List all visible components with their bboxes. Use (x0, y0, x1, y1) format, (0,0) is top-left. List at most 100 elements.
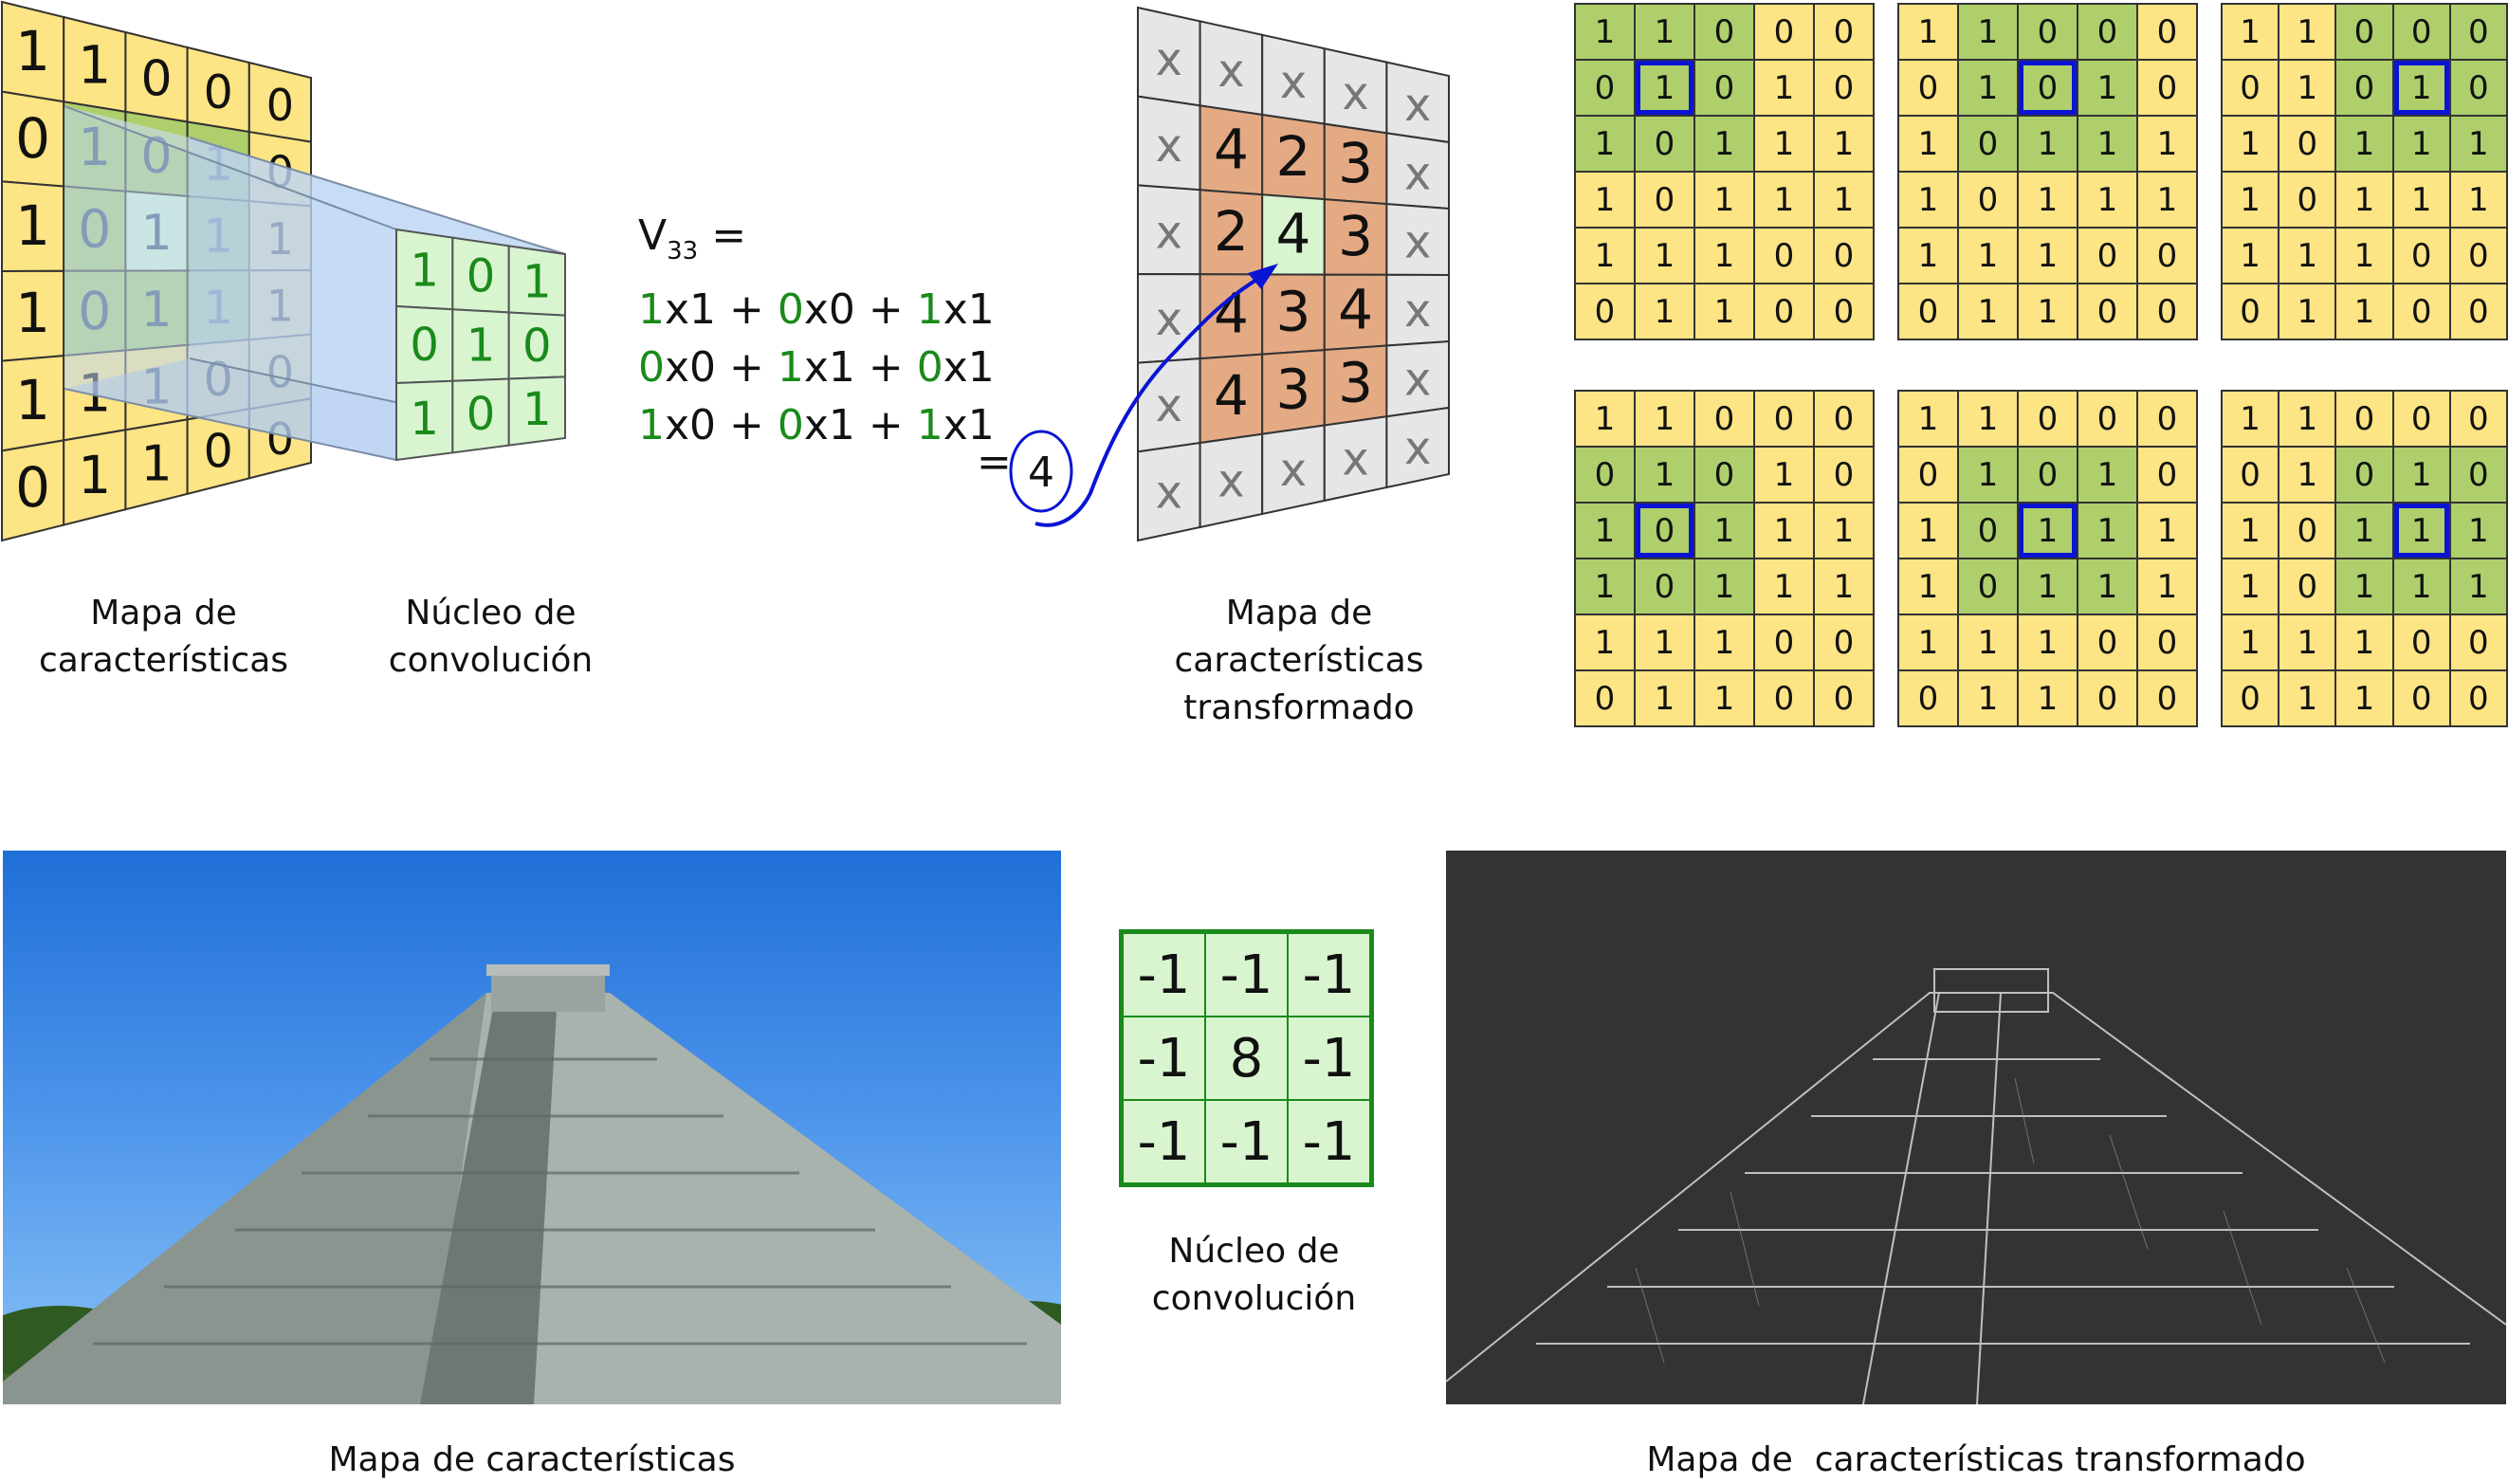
step-grid-cell: 1 (1634, 614, 1695, 671)
edge-map-photo (1446, 851, 2506, 1404)
formula-result: = (977, 438, 1012, 486)
step-grid-cell: 0 (2220, 59, 2280, 117)
step-grid-cell: 1 (2448, 115, 2508, 173)
step-grid-cell: 0 (1753, 614, 1815, 671)
step-grid-cell: 0 (1693, 3, 1755, 61)
formula-line: 1x0 + 0x1 + 1x1 (638, 396, 995, 454)
result-value: 4 (1028, 449, 1054, 497)
formula-term: x0 + (665, 400, 778, 449)
step-grid-cell: 0 (2220, 446, 2280, 504)
step-grid-cell: 1 (2334, 115, 2394, 173)
formula-kernel-value: 0 (777, 284, 804, 334)
step-grid-cell: 0 (2077, 3, 2138, 61)
step-grid-cell: 0 (1897, 446, 1959, 504)
pyramid-drawing (3, 964, 1061, 1404)
step-grid-cell: 1 (2017, 558, 2078, 615)
step-grid-cell: 0 (1813, 227, 1875, 284)
output-cell-value: 2 (1214, 199, 1249, 264)
output-cell-value: x (1404, 353, 1431, 406)
step-grid-cell: 0 (2391, 390, 2451, 448)
step-grid-cell: 1 (2136, 171, 2198, 229)
caption-line: Mapa de (1225, 594, 1373, 632)
step-grid-cell: 0 (1957, 171, 2019, 229)
input-cell-value: 1 (78, 34, 111, 95)
formula-term: x1 + (665, 284, 778, 334)
output-cell-value: x (1404, 216, 1431, 269)
kernel-cell-value: 1 (522, 255, 552, 308)
step-grid-cell: 1 (2334, 614, 2394, 671)
step-grid-cell: 1 (1957, 669, 2019, 727)
step-grid-cell: 1 (1753, 59, 1815, 117)
step-grid-cell: 1 (2077, 502, 2138, 559)
edge-kernel-cell: -1 (1287, 1016, 1373, 1101)
step-grid-cell: 1 (1753, 558, 1815, 615)
step-grid-cell: 0 (1897, 59, 1959, 117)
output-cell-value: x (1342, 432, 1368, 486)
step-grid-cell: 1 (1897, 614, 1959, 671)
output-cell-value: 4 (1214, 117, 1249, 181)
step-grid-cell: 0 (1753, 227, 1815, 284)
step-grid-cell: 1 (1813, 558, 1875, 615)
step-grid-cell: 1 (2334, 171, 2394, 229)
kernel-cell-value: 1 (410, 393, 439, 446)
result-circle: 4 (1009, 430, 1073, 513)
kernel-cell-value: 0 (410, 319, 439, 372)
caption-line: Núcleo de (405, 594, 577, 632)
step-grid-cell: 1 (1957, 227, 2019, 284)
step-grid-cell: 1 (1574, 614, 1636, 671)
step-grid-cell: 1 (1897, 390, 1959, 448)
step-grid-cell: 0 (1634, 502, 1695, 559)
step-grid-cell: 1 (1634, 283, 1695, 340)
step-grid-cell: 0 (2448, 59, 2508, 117)
step-grid-cell: 1 (1634, 390, 1695, 448)
step-grid-cell: 1 (1574, 390, 1636, 448)
output-cell-value: x (1217, 45, 1244, 98)
step-grid-cell: 0 (1634, 171, 1695, 229)
step-grid-cell: 1 (1693, 614, 1755, 671)
step-grid-cell: 1 (1634, 3, 1695, 61)
input-cell-value: 1 (15, 19, 50, 83)
edge-kernel-cell: 8 (1204, 1016, 1289, 1101)
step-grid-cell: 1 (1813, 115, 1875, 173)
input-cell-value: 1 (140, 435, 172, 492)
step-grid-cell: 0 (2017, 446, 2078, 504)
kernel-cell-value: 1 (410, 244, 439, 297)
step-grid-cell: 0 (1957, 115, 2019, 173)
caption-line: Núcleo de (1168, 1232, 1340, 1271)
step-grid-cell: 1 (2334, 558, 2394, 615)
step-grid-cell: 1 (2278, 3, 2337, 61)
step-grid-cell: 0 (2017, 3, 2078, 61)
result-equals: = (977, 438, 1012, 486)
step-grid-cell: 1 (2220, 115, 2280, 173)
step-grid-cell: 0 (2220, 283, 2280, 340)
step-grid-cell: 1 (2077, 558, 2138, 615)
step-grid-cell: 0 (1574, 446, 1636, 504)
formula-header: V33 = (638, 207, 995, 281)
step-grid-cell: 1 (2278, 669, 2337, 727)
input-cell-value: 1 (15, 368, 50, 432)
step-grid-cell: 1 (2334, 502, 2394, 559)
step-grid-cell: 0 (2278, 115, 2337, 173)
step-grid-cell: 1 (2220, 171, 2280, 229)
formula-kernel-value: 1 (777, 342, 804, 392)
step-grid-cell: 1 (1574, 115, 1636, 173)
result-arrow (1034, 275, 1263, 527)
step-grid-cell: 0 (1753, 3, 1815, 61)
output-cell-value: x (1156, 293, 1182, 346)
step-grid-cell: 1 (2077, 171, 2138, 229)
step-grid-cell: 0 (1693, 446, 1755, 504)
step-grid-cell: 1 (1693, 669, 1755, 727)
kernel2-caption: Núcleo de convolución (1090, 1228, 1418, 1323)
caption-line: características (1174, 641, 1424, 680)
kernel-caption: Núcleo de convolución (360, 590, 621, 685)
edge-kernel-cell: -1 (1204, 930, 1289, 1017)
formula-line: 0x0 + 1x1 + 0x1 (638, 339, 995, 396)
step-grid-cell: 0 (2448, 614, 2508, 671)
step-grid-cell: 1 (1813, 171, 1875, 229)
prism-edge (64, 388, 397, 461)
step-grid-cell: 1 (2448, 171, 2508, 229)
step-grid-cell: 0 (1753, 669, 1815, 727)
